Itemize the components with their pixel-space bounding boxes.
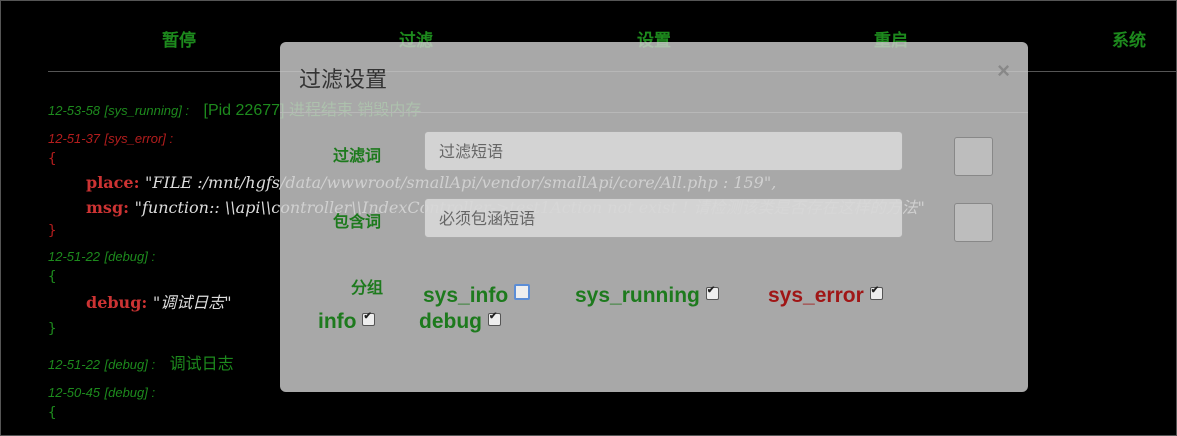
log-level: [debug] : (104, 385, 156, 400)
log-level: [sys_running] : (104, 103, 190, 118)
open-brace: { (48, 405, 57, 421)
log-time: 12-51-22 (48, 249, 101, 264)
dialog-title: 过滤设置 (299, 68, 388, 93)
log-time: 12-50-45 (48, 385, 101, 400)
log-entry: 12-51-22 [debug] : 调试日志 (48, 350, 1168, 374)
sys-info-checkbox[interactable] (514, 284, 531, 300)
group-sys-info-label: sys_info (423, 284, 509, 307)
filter-word-button[interactable] (954, 137, 993, 176)
group-info-label: info (318, 310, 357, 333)
group-sys-info[interactable]: sys_info (423, 284, 531, 308)
open-brace: { (48, 151, 57, 167)
group-label: 分组 (351, 278, 384, 297)
log-time: 12-53-58 (48, 103, 101, 118)
field-value: "调试日志" (152, 293, 232, 312)
dialog-header: 过滤设置 × (280, 42, 1028, 113)
group-sys-running[interactable]: sys_running (575, 284, 719, 308)
field-key: place (86, 173, 134, 192)
log-entry: 12-50-45 [debug] : { (48, 384, 1168, 424)
include-word-label: 包含词 (333, 212, 382, 231)
filter-word-input[interactable] (424, 131, 903, 171)
log-level: [debug] : (104, 249, 156, 264)
info-checkbox[interactable] (362, 311, 376, 326)
nav-pause[interactable]: 暂停 (162, 31, 196, 51)
debug-checkbox[interactable] (488, 311, 501, 326)
nav-system[interactable]: 系统 (1112, 31, 1146, 51)
field-key: debug (86, 293, 142, 312)
log-message: 调试日志 (169, 356, 234, 373)
filter-word-label: 过滤词 (333, 146, 382, 165)
log-field: debug: "调试日志" (86, 293, 232, 312)
field-key: msg (86, 198, 124, 217)
group-debug-label: debug (419, 310, 482, 333)
close-brace: } (48, 223, 57, 239)
group-info[interactable]: info (318, 310, 376, 334)
log-level: [debug] : (104, 357, 156, 372)
include-word-button[interactable] (954, 203, 993, 242)
sys-running-checkbox[interactable] (705, 285, 719, 300)
group-sys-error-label: sys_error (768, 284, 864, 307)
log-time: 12-51-22 (48, 357, 101, 372)
log-time: 12-51-37 (48, 131, 101, 146)
group-sys-error[interactable]: sys_error (768, 284, 883, 308)
open-brace: { (48, 269, 57, 285)
close-icon[interactable]: × (997, 58, 1010, 83)
log-entry: 12-51-22 [debug] : { debug: "调试日志" } (48, 248, 1168, 340)
include-word-input[interactable] (424, 198, 903, 238)
log-level: [sys_error] : (104, 131, 174, 146)
filter-settings-dialog: 过滤设置 × 过滤词 包含词 分组 sys_info sys_running s… (280, 42, 1028, 392)
group-debug[interactable]: debug (419, 310, 501, 334)
group-sys-running-label: sys_running (575, 284, 700, 307)
sys-error-checkbox[interactable] (869, 285, 883, 300)
close-brace: } (48, 321, 57, 337)
